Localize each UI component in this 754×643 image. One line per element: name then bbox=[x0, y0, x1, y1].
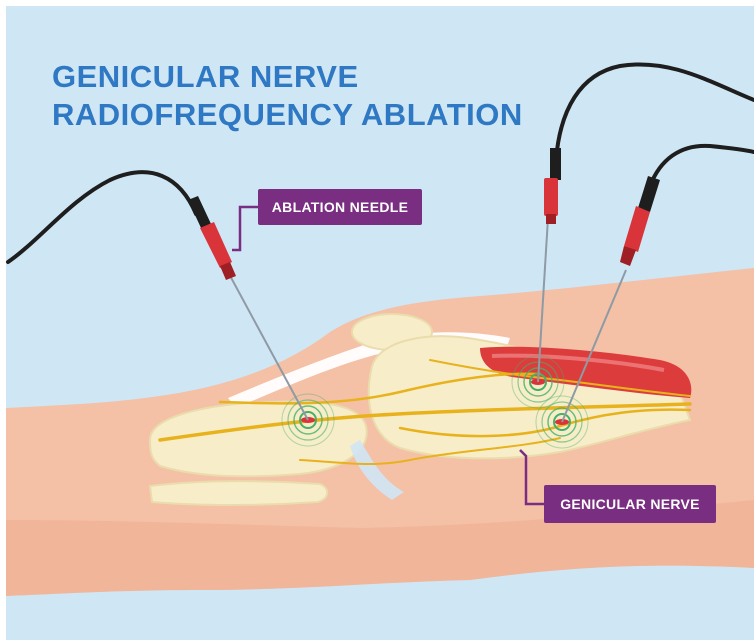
title-line-2: RADIOFREQUENCY ABLATION bbox=[52, 96, 523, 134]
title-line-1: GENICULAR NERVE bbox=[52, 58, 523, 96]
fibula-bone bbox=[150, 481, 327, 505]
ablation-needle-label: ABLATION NEEDLE bbox=[258, 189, 422, 225]
diagram-title: GENICULAR NERVE RADIOFREQUENCY ABLATION bbox=[52, 58, 523, 134]
genicular-nerve-label: GENICULAR NERVE bbox=[544, 485, 716, 523]
